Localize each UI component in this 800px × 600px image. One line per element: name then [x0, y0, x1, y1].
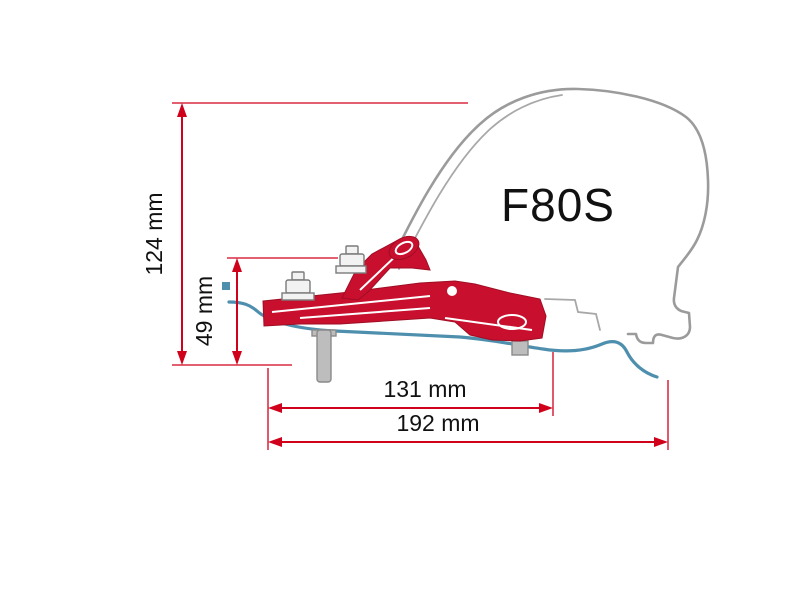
arrow-right-icon: [654, 437, 668, 447]
dim-192-label: 192 mm: [396, 410, 479, 436]
rail-marker: [222, 282, 230, 290]
mount-flange-rim: [394, 240, 414, 256]
rail-groove-line-2: [299, 307, 431, 319]
upper-bolt-plate: [335, 265, 367, 274]
upper-bolt-hex: [339, 253, 365, 267]
dimension-131: 131 mm: [267, 352, 554, 450]
rail-groove-line-1: [271, 295, 431, 313]
dim-124-label: 124 mm: [141, 192, 167, 275]
arrow-right-icon: [539, 403, 553, 413]
right-foot-tab: [511, 340, 529, 356]
dimension-192: 192 mm: [268, 380, 669, 450]
bracket-rail-body: [262, 280, 547, 342]
vehicle-gutter-detail: [544, 298, 601, 331]
vehicle-inner-skin: [398, 94, 563, 270]
vehicle-roof-silhouette: [386, 87, 710, 345]
left-bolt-plate: [281, 292, 315, 301]
model-label: F80S: [501, 179, 615, 231]
upper-bolt-cap: [345, 245, 359, 255]
left-bolt-cap: [291, 271, 305, 281]
dim-131-label: 131 mm: [383, 376, 466, 402]
arrow-left-icon: [268, 403, 282, 413]
left-bolt-hex: [285, 279, 311, 294]
arrow-up-icon: [177, 103, 187, 117]
arrow-up-icon: [232, 258, 242, 272]
hanging-bolt: [316, 329, 332, 383]
rail-hole: [445, 284, 459, 298]
vehicle-outline: [386, 87, 710, 345]
arrow-down-icon: [177, 351, 187, 365]
dimension-124: 124 mm: [141, 102, 468, 366]
dimension-49: 49 mm: [191, 257, 338, 365]
awning-bracket: [262, 235, 547, 383]
arrow-down-icon: [232, 351, 242, 365]
dim-49-label: 49 mm: [191, 276, 217, 346]
rail-profile-line: [227, 300, 659, 379]
foot-slot: [497, 314, 527, 330]
roof-rail: [222, 282, 659, 379]
arrow-left-icon: [268, 437, 282, 447]
